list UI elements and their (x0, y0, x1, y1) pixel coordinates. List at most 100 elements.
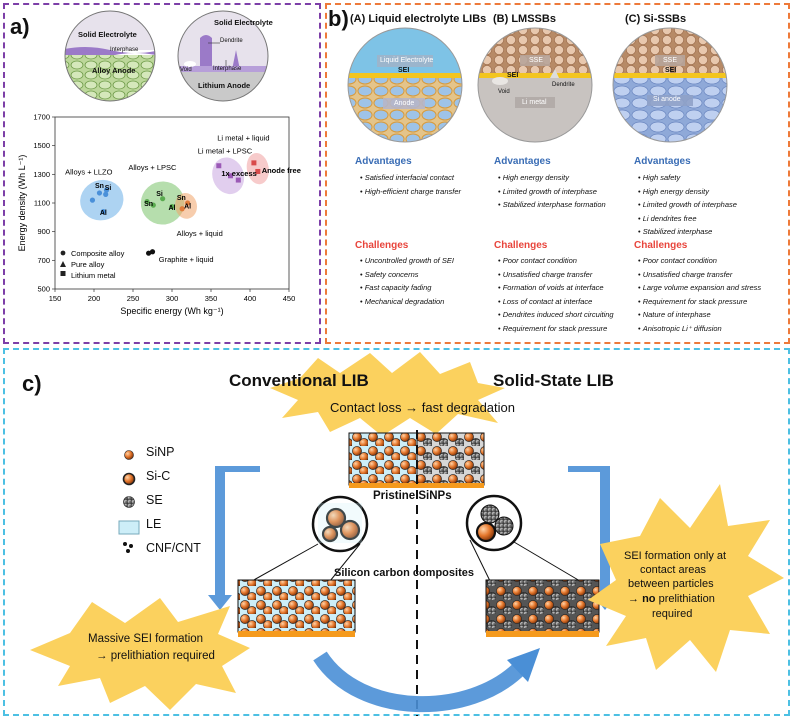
data-point (169, 203, 175, 210)
panel-c-label: c) (22, 371, 42, 396)
col-b-title: (B) LMSSBs (493, 13, 556, 25)
col-b-dendrite: Dendrite (552, 82, 575, 88)
y-tick-label: 700 (37, 256, 50, 265)
li-circle-void: Void (180, 67, 192, 73)
right-burst-line4: prelithiation (655, 593, 715, 605)
li-circle-bottom: Lithium Anode (198, 81, 251, 90)
col-a-challenge-item: Safety concerns (360, 268, 454, 282)
legend-cnf: CNF/CNT (146, 541, 201, 555)
point-label: Sn (95, 183, 104, 190)
col-b-sei: SEI (507, 72, 519, 79)
x-tick-label: 250 (127, 294, 140, 303)
point-label: Si (105, 185, 112, 192)
col-b-challenge-item: Loss of contact at interface (498, 295, 614, 309)
left-burst-line1: Massive SEI formation (88, 633, 204, 645)
y-tick-label: 900 (37, 227, 50, 236)
group-label: Anode free (262, 166, 301, 175)
col-b-challenge-item: Unsatisfied charge transfer (498, 268, 614, 282)
group-ellipse (140, 181, 185, 225)
panel-b-label: b) (328, 6, 349, 31)
col-b-challenge-item: Dendrites induced short circuiting (498, 308, 614, 322)
col-a-challenges-title: Challenges (355, 240, 409, 251)
right-title: Solid-State LIB (493, 371, 614, 390)
col-c-advantage-item: High energy density (638, 185, 737, 199)
data-point (185, 200, 191, 206)
composites-label: Silicon carbon composites (334, 567, 474, 579)
col-c-circle-bottom: Si anode (653, 96, 681, 103)
y-axis-label: Energy density (Wh L⁻¹) (17, 155, 27, 252)
col-c-advantage-item: Li dendrites free (638, 212, 737, 226)
col-b-circle-top: SSE (529, 57, 544, 64)
point-label: Sn (144, 201, 153, 208)
legend-le-label: LE (146, 517, 162, 531)
col-c-advantage-item: High safety (638, 171, 737, 185)
col-c-advantage-item: Stabilized interphase (638, 225, 737, 239)
col-a-circle-bottom: Anode (394, 100, 415, 107)
col-b-challenges: Poor contact conditionUnsatisfied charge… (498, 254, 614, 336)
col-a-challenge-item: Mechanical degradation (360, 295, 454, 309)
data-point (146, 250, 152, 256)
x-tick-label: 150 (49, 294, 62, 303)
col-b-challenge-item: Requirement for stack pressure (498, 322, 614, 336)
col-a-title: (A) Liquid electrolyte LIBs (350, 13, 487, 25)
group-label: Alloys + LLZO (65, 167, 112, 176)
group-label: Alloys + liquid (177, 229, 223, 238)
legend-le: LE (146, 517, 161, 531)
left-burst (30, 598, 250, 710)
col-c-advantages-title: Advantages (634, 156, 691, 167)
panel-a-illustrations (64, 10, 269, 102)
col-b-challenge-item: Poor contact condition (498, 254, 614, 268)
left-burst-line2: → prelithiation required (96, 650, 215, 662)
legend-se-label: SE (146, 493, 163, 507)
pristine-label: Pristine SiNPs (373, 490, 452, 502)
x-axis-label: Specific energy (Wh kg⁻¹) (120, 306, 223, 316)
li-circle-interphase: Interphase (213, 66, 242, 72)
col-c-challenge-item: Anisotropic Li⁺ diffusion (638, 322, 761, 336)
col-a-advantage-item: Satisfied interfacial contact (360, 171, 461, 185)
col-c-challenge-item: Requirement for stack pressure (638, 295, 761, 309)
legend-sinp-label: SiNP (146, 445, 175, 459)
data-point (255, 168, 261, 174)
y-tick-label: 1300 (33, 170, 50, 179)
group-ellipse (80, 179, 124, 221)
group-label: 1x excess (221, 169, 256, 178)
col-b-advantages: High energy densityLimited growth of int… (498, 171, 606, 212)
col-c-advantage-item: Limited growth of interphase (638, 198, 737, 212)
y-tick-label: 500 (37, 285, 50, 294)
col-a-circle-top: Liquid Electrolyte (380, 57, 434, 64)
col-c-challenge-item: Unsatisfied charge transfer (638, 268, 761, 282)
col-b-circle-bottom: Li metal (522, 99, 547, 106)
data-point (103, 191, 109, 197)
col-b-void: Void (498, 89, 510, 95)
x-tick-label: 300 (166, 294, 179, 303)
col-c-challenge-item: Large volume expansion and stress (638, 281, 761, 295)
col-c-circle-top: SSE (663, 57, 678, 64)
col-a-sei: SEI (398, 67, 410, 74)
right-burst-line5: required (652, 608, 693, 620)
y-tick-label: 1700 (33, 113, 50, 122)
col-b-challenge-item: Formation of voids at interface (498, 281, 614, 295)
x-tick-label: 200 (88, 294, 101, 303)
right-burst-line3: between particles (628, 578, 714, 590)
legend-label: Lithium metal (71, 271, 116, 280)
y-tick-label: 1500 (33, 141, 50, 150)
col-c-challenge-item: Poor contact condition (638, 254, 761, 268)
col-a-challenge-item: Uncontrolled growth of SEI (360, 254, 454, 268)
panel-c-illustration (30, 352, 784, 716)
group-label: Graphite + liquid (159, 255, 214, 264)
col-c-title: (C) Si-SSBs (625, 13, 687, 25)
point-label: Al (100, 210, 107, 217)
right-burst-line2: contact areas (640, 564, 707, 576)
legend-marker-square (60, 271, 66, 276)
point-label: Al (169, 205, 176, 212)
col-c-advantages: High safetyHigh energy densityLimited gr… (638, 171, 737, 239)
data-point (228, 173, 233, 179)
x-tick-label: 400 (244, 294, 257, 303)
li-circle-dendrite: Dendrite (220, 38, 243, 44)
li-circle-top-1: Solid Electrolyte (214, 18, 273, 27)
col-c-challenge-item: Nature of interphase (638, 308, 761, 322)
top-burst (270, 352, 505, 436)
col-a-challenge-item: Fast capacity fading (360, 281, 454, 295)
alloy-circle-top: Solid Electrolyte (78, 30, 137, 39)
